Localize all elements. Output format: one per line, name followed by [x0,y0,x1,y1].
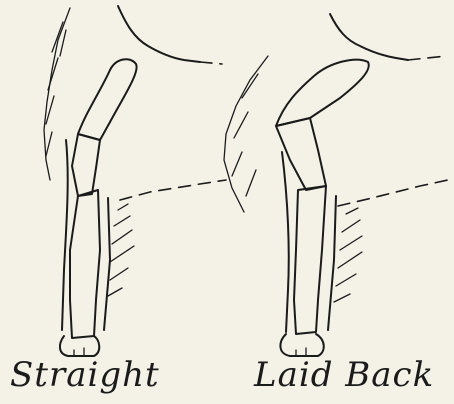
laid-back-caption: Laid Back [254,358,434,392]
laid-back-humerus-shape [276,118,326,190]
straight-humerus-shape [72,134,100,196]
laid-back-scapula-shape [276,60,369,126]
straight-caption: Straight [10,358,160,392]
laid-back-forearm-shape [294,186,326,334]
straight-figure [44,6,226,356]
laid-back-figure [224,14,448,356]
straight-forearm-shape [70,190,100,338]
straight-scapula-shape [78,59,137,140]
